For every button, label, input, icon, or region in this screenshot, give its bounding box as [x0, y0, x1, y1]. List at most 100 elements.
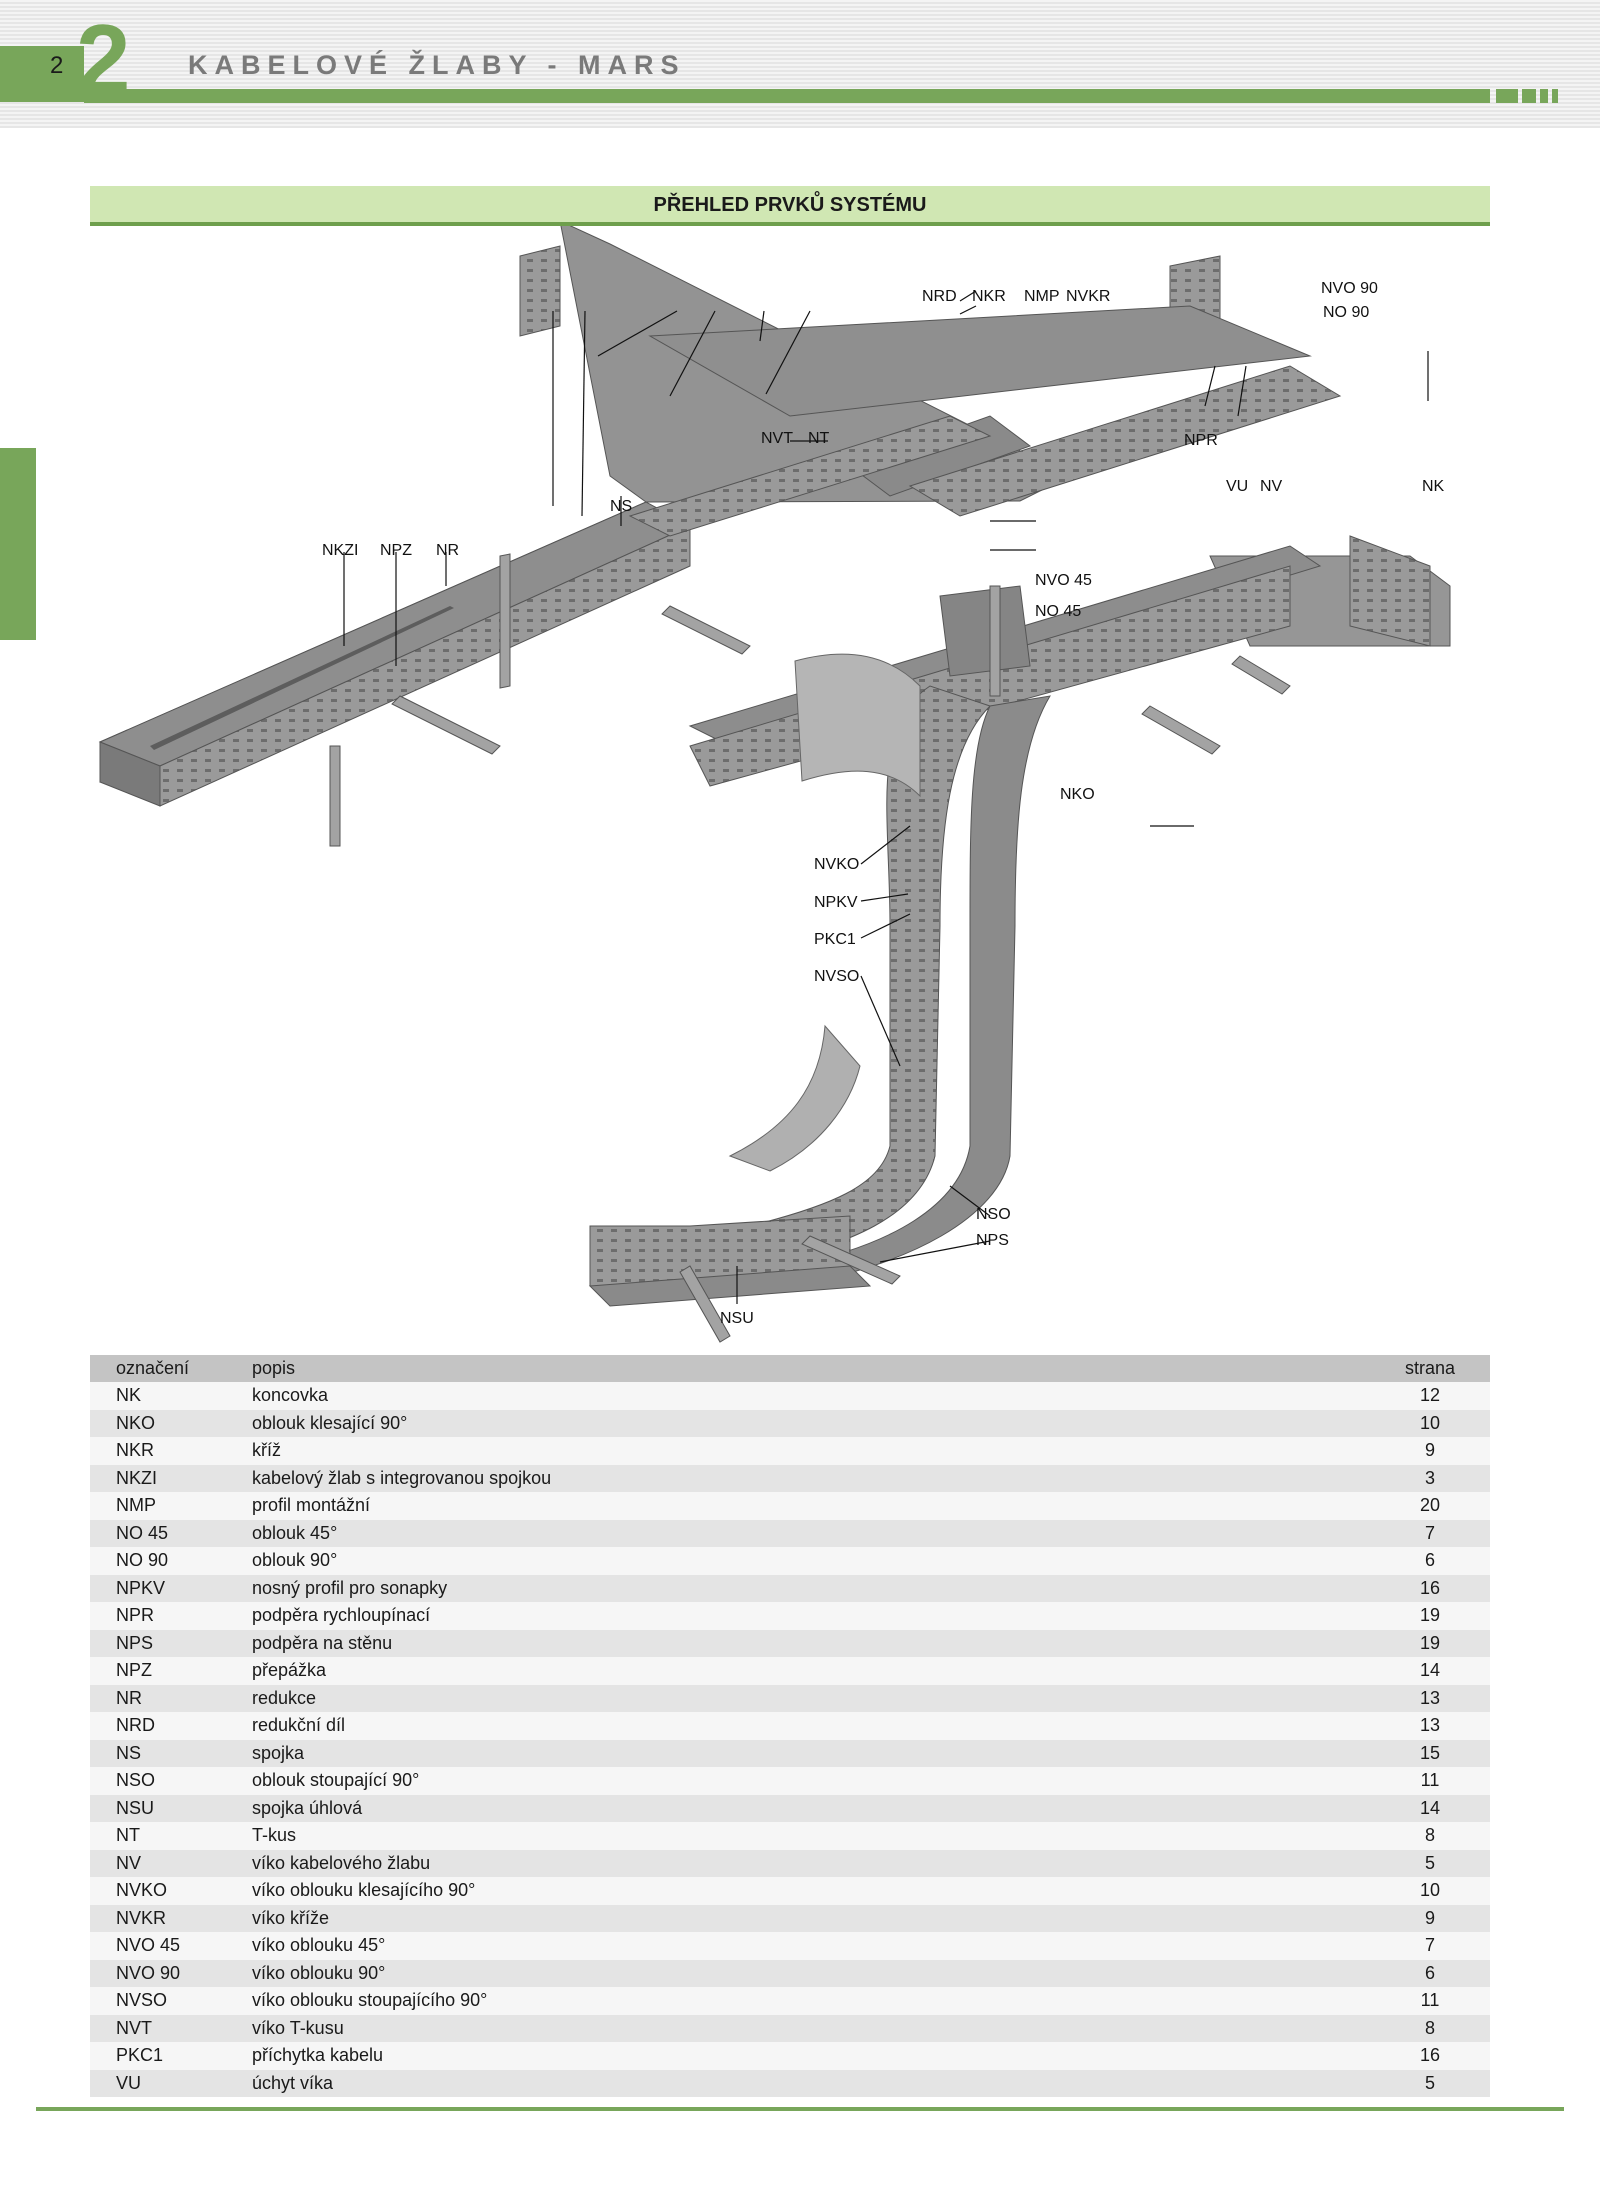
cell-page: 11 [1370, 1987, 1490, 2015]
cell-desc: příchytka kabelu [252, 2042, 1370, 2070]
cell-page: 7 [1370, 1932, 1490, 1960]
header-square-2 [1522, 89, 1536, 103]
table-header-row: označení popis strana [90, 1355, 1490, 1382]
cell-code: NSU [90, 1794, 252, 1822]
header-square-4 [1552, 89, 1558, 103]
chapter-side-tab [0, 448, 36, 640]
cell-desc: redukční díl [252, 1712, 1370, 1740]
label-nrd: NRD [922, 288, 957, 305]
cell-desc: oblouk 45° [252, 1519, 1370, 1547]
header-square-3 [1540, 89, 1548, 103]
page-number-box [0, 46, 84, 102]
cell-desc: spojka úhlová [252, 1794, 1370, 1822]
cell-code: NMP [90, 1492, 252, 1520]
cell-page: 15 [1370, 1739, 1490, 1767]
cell-page: 10 [1370, 1877, 1490, 1905]
cell-code: PKC1 [90, 2042, 252, 2070]
s-curve-vertical [708, 653, 1051, 1287]
header-desc: popis [252, 1355, 1370, 1382]
cell-desc: víko oblouku 45° [252, 1932, 1370, 1960]
label-nsu: NSU [720, 1310, 754, 1327]
divider-npz [150, 606, 454, 750]
cell-code: NT [90, 1822, 252, 1850]
label-npz: NPZ [380, 542, 412, 559]
cell-desc: víko oblouku klesajícího 90° [252, 1877, 1370, 1905]
cell-desc: kabelový žlab s integrovanou spojkou [252, 1464, 1370, 1492]
cell-desc: víko kabelového žlabu [252, 1849, 1370, 1877]
label-nkr: NKR [972, 288, 1006, 305]
cell-page: 19 [1370, 1602, 1490, 1630]
cell-code: NKO [90, 1409, 252, 1437]
cell-desc: podpěra na stěnu [252, 1629, 1370, 1657]
cell-desc: víko oblouku stoupajícího 90° [252, 1987, 1370, 2015]
system-overview-diagram: NRD NKR NMP NVKR NVO 90 NO 90 NVT NT NPR… [90, 226, 1490, 1346]
cell-code: NVKR [90, 1904, 252, 1932]
cell-code: NPZ [90, 1657, 252, 1685]
page-number: 2 [50, 52, 64, 79]
header-band [0, 0, 1600, 128]
label-vu: VU [1226, 478, 1249, 495]
cell-code: NKR [90, 1437, 252, 1465]
label-no45: NO 45 [1035, 603, 1082, 620]
label-pkc1: PKC1 [814, 931, 856, 948]
cell-desc: profil montážní [252, 1492, 1370, 1520]
cell-page: 6 [1370, 1959, 1490, 1987]
cell-code: NVKO [90, 1877, 252, 1905]
cell-page: 12 [1370, 1382, 1490, 1410]
label-nv: NV [1260, 478, 1283, 495]
label-nvko: NVKO [814, 856, 860, 873]
label-npr: NPR [1184, 432, 1218, 449]
tray-bottom [588, 1215, 872, 1307]
section-title: PŘEHLED PRVKŮ SYSTÉMU [90, 186, 1490, 226]
cell-page: 9 [1370, 1437, 1490, 1465]
label-ns: NS [610, 498, 633, 515]
cell-code: NR [90, 1684, 252, 1712]
tee-drop [939, 585, 1031, 677]
header-square-1 [1496, 89, 1518, 103]
label-nmp: NMP [1024, 288, 1060, 305]
cell-code: NO 90 [90, 1547, 252, 1575]
cell-page: 5 [1370, 2069, 1490, 2097]
cell-code: NVO 45 [90, 1932, 252, 1960]
header-code: označení [90, 1355, 252, 1382]
cell-page: 10 [1370, 1409, 1490, 1437]
cell-desc: oblouk klesající 90° [252, 1409, 1370, 1437]
cell-desc: víko kříže [252, 1904, 1370, 1932]
label-nk: NK [1422, 478, 1445, 495]
cell-desc: oblouk stoupající 90° [252, 1767, 1370, 1795]
chapter-title: KABELOVÉ ŽLABY - MARS [188, 50, 686, 80]
cell-page: 9 [1370, 1904, 1490, 1932]
cell-code: NPR [90, 1602, 252, 1630]
cell-desc: víko T-kusu [252, 2014, 1370, 2042]
cell-page: 14 [1370, 1794, 1490, 1822]
cell-code: NPKV [90, 1574, 252, 1602]
cell-code: NSO [90, 1767, 252, 1795]
cell-code: NK [90, 1382, 252, 1410]
cross-piece [519, 226, 1312, 537]
label-nvo45: NVO 45 [1035, 572, 1092, 589]
cell-page: 11 [1370, 1767, 1490, 1795]
cell-code: NRD [90, 1712, 252, 1740]
leader-lines [343, 290, 1429, 1304]
cell-code: NVSO [90, 1987, 252, 2015]
label-nko: NKO [1060, 786, 1095, 803]
label-nps: NPS [976, 1232, 1009, 1249]
